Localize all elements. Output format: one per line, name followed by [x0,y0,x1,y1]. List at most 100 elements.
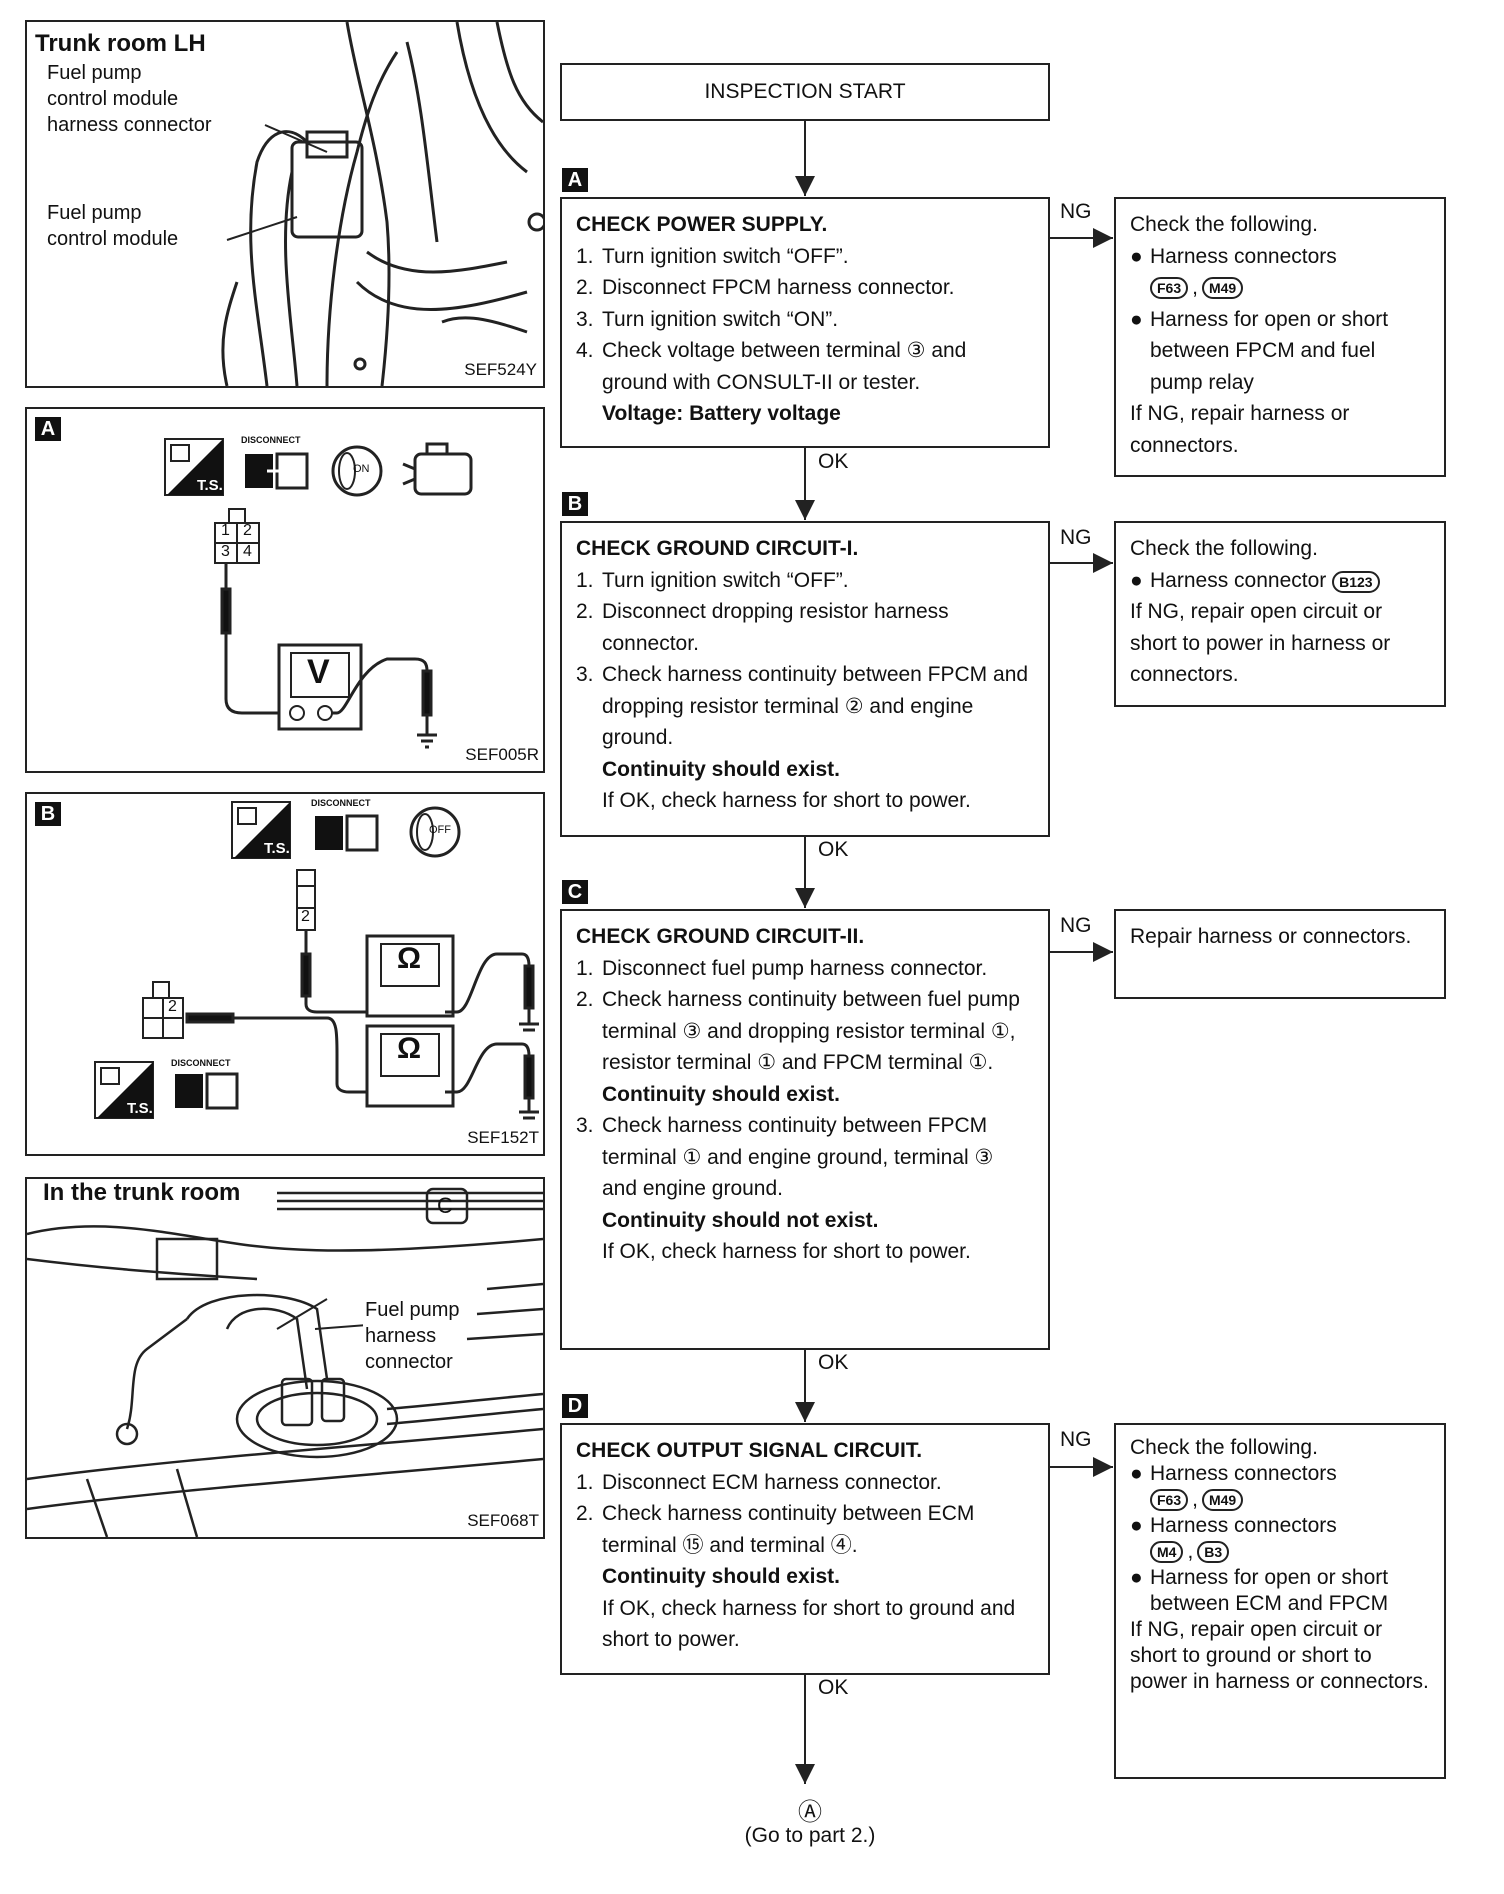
figure-trunk-room-lh: Trunk room LH Fuel pump control module h… [25,20,545,388]
terminal-3: 3 [221,543,230,560]
disconnect-label-lower: DISCONNECT [171,1058,231,1068]
step-number: 3. [576,307,594,331]
disconnect-icon [315,814,379,852]
ts-icon [231,801,291,859]
step-number: 1. [576,244,594,268]
ok-label-b: OK [818,838,849,861]
step-text: Check harness continuity between fuel pu… [602,988,1020,1074]
ts-label-lower: T.S. [127,1100,153,1117]
callout-control-module: Fuel pump control module [47,200,179,252]
step-number: 1. [576,568,594,592]
end-symbol: Ⓐ [798,1799,822,1826]
connector-badge: B3 [1197,1541,1230,1563]
figure-code: SEF524Y [464,360,537,379]
ignition-key-icon [409,806,461,858]
step-a-tag: A [562,168,588,192]
figure-code: SEF005R [465,745,539,764]
step-b-tag: B [562,492,588,516]
connector-diagram [214,508,260,564]
bullet-icon: ● [1130,307,1143,331]
step-number: 2. [576,988,594,1011]
ohmmeter-diagrams [185,930,539,1120]
followup-note: If OK, check harness for short to power. [602,789,971,812]
connector-left [142,981,184,1039]
step-text: Turn ignition switch “ON”. [602,307,839,331]
step-number: 2. [576,600,594,623]
ng-label-a: NG [1060,200,1092,223]
meter-symbol: V [307,653,330,691]
ng-result-a: Check the following. ●Harness connectors… [1114,197,1446,477]
step-c-tag: C [562,880,588,904]
disconnect-icon-lower [175,1072,239,1110]
step-number: 2. [576,276,594,299]
result-tail: If NG, repair harness or connectors. [1130,402,1350,457]
continuity-check-illustration [94,801,539,1120]
connector-badge: M4 [1150,1541,1184,1563]
step-text: Disconnect ECM harness connector. [602,1470,942,1494]
figure-code: SEF068T [467,1511,539,1530]
ok-label-a: OK [818,450,849,473]
meter-symbol: Ω [397,942,422,975]
step-number: 3. [576,663,594,686]
spec-note: Voltage: Battery voltage [602,402,841,425]
ng-label-c: NG [1060,914,1092,937]
bullet-icon: ● [1130,244,1143,268]
figure-code: SEF152T [467,1128,539,1147]
step-a-box: CHECK POWER SUPPLY. 1. Turn ignition swit… [560,197,1050,448]
bullet-icon: ● [1130,568,1143,592]
disconnect-label: DISCONNECT [311,798,371,808]
step-text: Disconnect fuel pump harness connector. [602,956,988,980]
step-text: Check harness continuity between FPCM an… [602,663,1029,749]
terminal-2: 2 [243,522,252,539]
followup-note: If OK, check harness for short to ground… [602,1596,1016,1652]
figure-tag: A [35,417,61,441]
ts-label: T.S. [197,477,223,494]
ts-icon [164,438,224,496]
connector-badge: M49 [1201,276,1244,299]
result-text: Repair harness or connectors. [1130,925,1412,948]
ts-icon-lower [94,1061,154,1119]
step-heading: CHECK POWER SUPPLY. [576,213,828,236]
ng-result-b: Check the following. ● Harness connector … [1114,521,1446,707]
figure-title: In the trunk room [39,1179,245,1207]
figure-b-continuity-check: B [25,792,545,1156]
trunk-room-illustration [27,1187,543,1537]
spec-note: Continuity should exist. [602,1082,841,1106]
result-item: Harness connector [1150,568,1327,592]
step-d-tag: D [562,1394,588,1418]
disconnect-label: DISCONNECT [241,435,301,445]
terminal-top: 2 [301,908,310,925]
bullet-icon: ● [1130,1514,1143,1537]
step-number: 1. [576,956,594,980]
result-item-wrap: Harness connector B123 [1150,565,1430,597]
step-number: 2. [576,1502,594,1525]
step-d-box: CHECK OUTPUT SIGNAL CIRCUIT. 1.Disconnec… [560,1423,1050,1675]
terminal-4: 4 [243,543,252,560]
result-item: Harness connectors [1150,1462,1337,1485]
step-text: Check harness continuity between FPCM te… [602,1114,994,1200]
spec-note: Continuity should exist. [602,757,841,781]
ng-label-d: NG [1060,1428,1092,1451]
inspection-start-box: INSPECTION START [560,63,1050,121]
bullet-icon: ● [1130,1566,1143,1589]
step-number: 3. [576,1114,594,1137]
connector-badge: B123 [1332,570,1380,593]
voltage-check-illustration [164,438,473,749]
ng-result-c: Repair harness or connectors. [1114,909,1446,999]
result-item: Harness connectors [1150,1514,1337,1537]
ignition-key-icon [331,445,383,497]
result-item: Harness for open or short between ECM an… [1150,1566,1389,1615]
step-c-box: CHECK GROUND CIRCUIT-II. 1.Disconnect fu… [560,909,1050,1350]
terminal-left: 2 [168,998,177,1015]
step-number: 1. [576,1470,594,1494]
result-item: Harness connectors [1150,244,1337,268]
result-intro: Check the following. [1130,537,1318,560]
ng-label-b: NG [1060,526,1092,549]
result-item: Harness for open or short between FPCM a… [1150,307,1389,394]
result-tail: If NG, repair open circuit or short to g… [1130,1618,1429,1693]
end-text: (Go to part 2.) [744,1824,876,1847]
step-text: Disconnect FPCM harness connector. [602,276,955,299]
figure-title: Trunk room LH [35,30,206,57]
connector-badge: F63 [1150,276,1189,299]
